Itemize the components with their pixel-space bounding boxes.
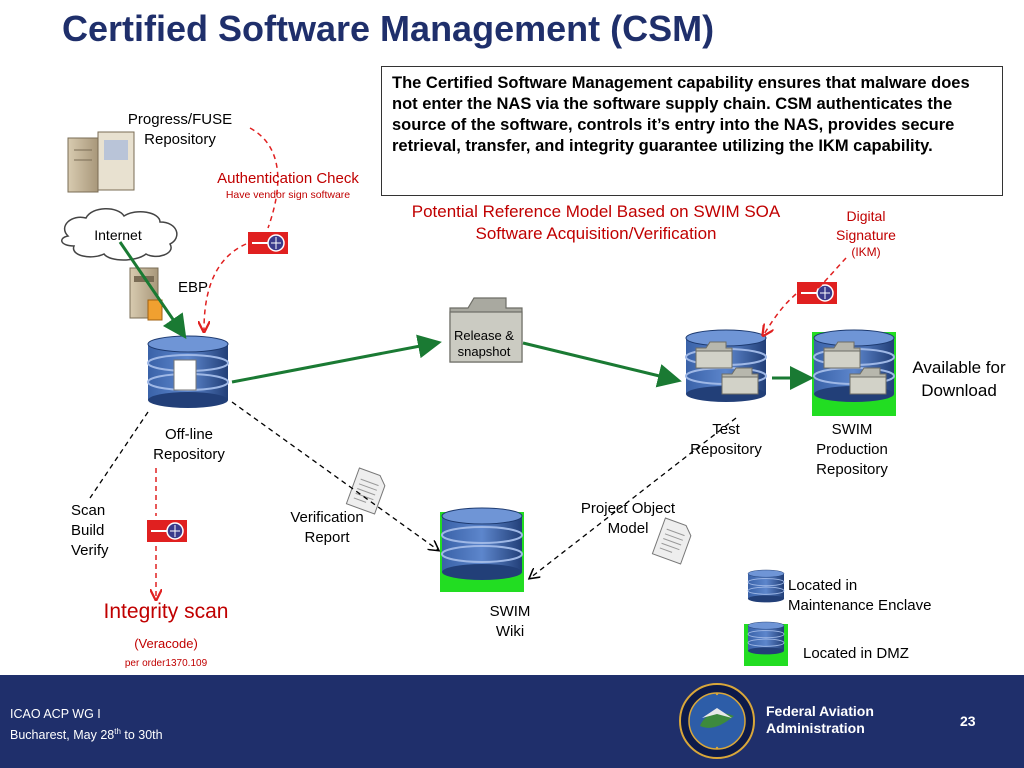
footer-date-post: to 30th [120,728,163,743]
footer-date-pre: Bucharest, May 28 [10,728,115,743]
available-line2: Download [921,381,997,400]
digital-sig-line1: Digital [846,208,886,224]
veracode-label: (Veracode) [134,636,198,651]
arrow-release-to-test [522,341,682,388]
seal-icon [146,519,188,543]
legend-dmz-db-icon [747,621,785,655]
test-repo-line1: Test [712,421,740,438]
release-line2: snapshot [457,344,511,359]
digital-signature-label: Digital Signature (IKM) [816,207,916,259]
faa-name: Federal Aviation Administration [766,703,874,737]
red-dashed-line [815,257,847,290]
integrity-scan-label: Integrity scan [103,600,229,623]
swim-prod-line1: SWIM [831,421,873,438]
black-dashed-arrow [231,401,438,550]
release-label: Release & snapshot [446,328,522,360]
offline-repo-label: Off-line Repository [134,425,244,465]
digital-sig-line2: Signature [836,227,896,243]
footer-event: ICAO ACP WG I Bucharest, May 28th to 30t… [10,706,163,744]
legend-maintenance-label: Located in Maintenance Enclave [788,576,931,616]
ebp-label: EBP [178,279,209,296]
legend-maintenance-line2: Maintenance Enclave [788,597,932,614]
test-repo-line2: Repository [690,441,762,458]
legend-maintenance-line1: Located in [788,577,858,594]
footer-line2: Bucharest, May 28th to 30th [10,723,163,744]
progress-server-icon [67,131,135,193]
faa-seal-logo [679,683,755,759]
page-title: Certified Software Management (CSM) [62,8,715,49]
footer-line1: ICAO ACP WG I [10,707,101,721]
red-dashed-line [249,127,279,229]
scan-line1: Scan [71,502,106,519]
faa-name-line2: Administration [766,720,865,736]
faa-name-line1: Federal Aviation [766,703,874,719]
verification-report-label: Verification Report [272,508,382,548]
offline-repo-line1: Off-line [164,426,214,443]
available-line1: Available for [912,358,1006,377]
scan-build-verify-label: Scan Build Verify [71,501,109,561]
verification-line1: Verification [290,509,364,526]
test-repo-db-icon [685,329,767,403]
red-dashed-arrow [764,293,797,334]
auth-check-text: Authentication Check [217,170,359,187]
seal-icon [247,231,289,255]
swim-prod-line2: Production [816,441,888,458]
scan-line2: Build [71,522,105,539]
reference-model-line2: Software Acquisition/Verification [475,224,717,243]
swim-wiki-label: SWIM Wiki [460,602,560,642]
black-dashed-arrow [530,417,737,578]
release-line1: Release & [454,328,514,343]
verification-line2: Report [304,529,350,546]
per-order-label: per order1370.109 [124,658,208,669]
info-box: The Certified Software Management capabi… [381,66,1003,196]
swim-prod-label: SWIM Production Repository [800,420,904,480]
pom-line2: Model [607,520,649,537]
available-label: Available for Download [896,356,1022,402]
footer-date-sup: th [114,727,121,736]
footer-bar [0,675,1024,768]
swim-production-db-icon [813,329,895,403]
swim-wiki-line2: Wiki [495,623,525,640]
auth-check-subtext: Have vendor sign software [225,189,351,201]
test-repo-label: Test Repository [676,420,776,460]
auth-check-label: Authentication Check Have vendor sign so… [196,169,380,201]
internet-cloud-icon [61,208,178,261]
progress-repo-line1: Progress/FUSE [127,111,233,128]
arrow-internet-to-offline [118,241,187,339]
red-dashed-arrow [204,243,247,330]
arrow-offline-to-release [231,334,442,384]
scan-line3: Verify [71,542,109,559]
progress-repo-label: Progress/FUSE Repository [108,110,252,150]
swim-wiki-db-icon [441,507,523,581]
legend-dmz-label: Located in DMZ [803,645,909,662]
swim-prod-line3: Repository [816,461,888,478]
swim-wiki-line1: SWIM [489,603,531,620]
page-number: 23 [960,713,976,729]
diagram-canvas [61,127,896,666]
reference-model-line1: Potential Reference Model Based on SWIM … [411,202,781,221]
reference-model-heading: Potential Reference Model Based on SWIM … [356,201,836,245]
release-folder-icon [449,297,523,363]
pom-line1: Project Object [580,500,676,517]
project-object-model-label: Project Object Model [566,499,690,539]
legend-maintenance-db-icon [747,569,785,603]
digital-sig-line3: (IKM) [851,245,881,259]
internet-label: Internet [94,227,142,243]
progress-repo-line2: Repository [144,131,216,148]
offline-repo-line2: Repository [153,446,225,463]
offline-repo-db-icon [147,335,229,409]
